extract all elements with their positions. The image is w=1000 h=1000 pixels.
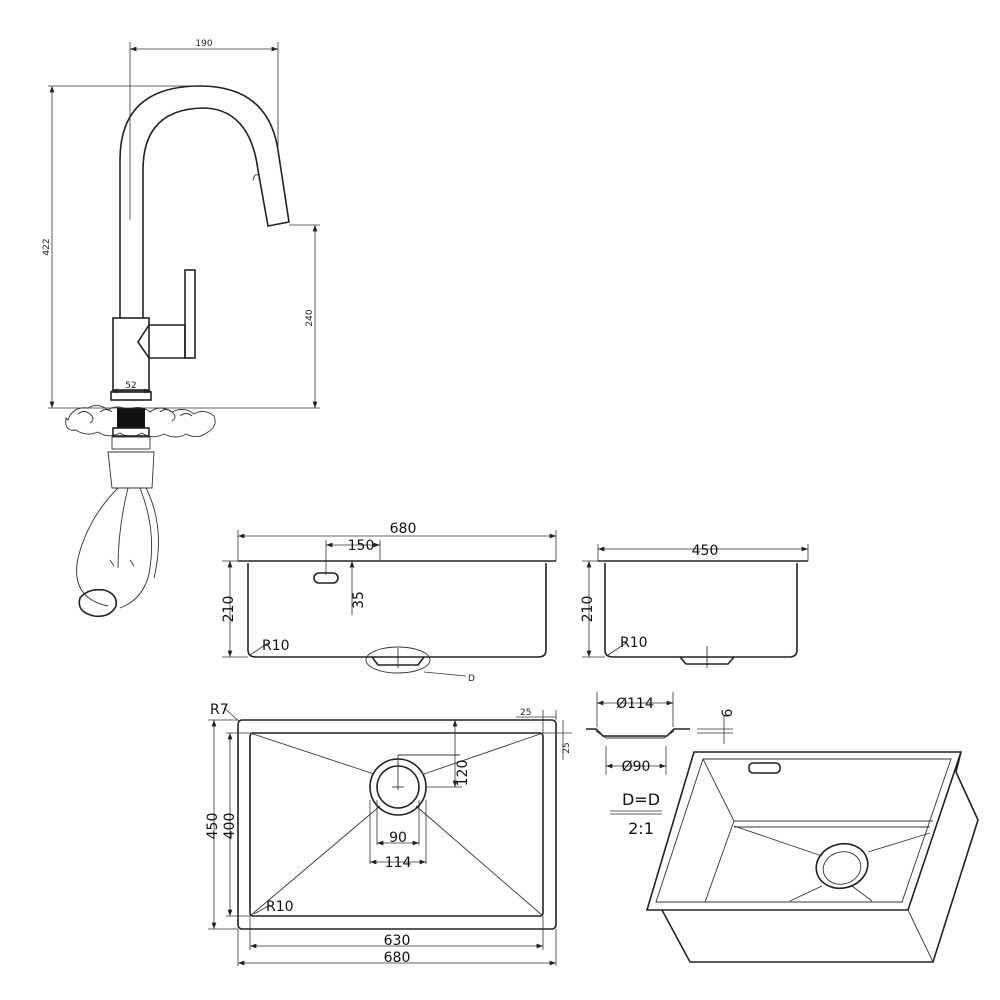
sink-top-view: 120 R7 25 25 450 400 90 114 R10 630 bbox=[205, 702, 572, 966]
faucet-elevation: 190 422 240 52 bbox=[42, 39, 320, 618]
outer-width-label: 680 bbox=[384, 950, 411, 966]
front-depth-label: 210 bbox=[221, 596, 237, 623]
detail-outer-diameter-label: Ø114 bbox=[616, 696, 654, 712]
detail-title: D=D bbox=[622, 790, 660, 809]
inner-depth-label: 400 bbox=[222, 813, 238, 840]
faucet-base-label: 52 bbox=[125, 381, 136, 391]
rim-side-label: 25 bbox=[562, 742, 572, 753]
overflow-offset-label: 150 bbox=[348, 538, 375, 554]
inner-width-label: 630 bbox=[384, 933, 411, 949]
sink-front-section: 680 150 35 210 R10 D bbox=[221, 521, 557, 684]
detail-marker-label: D bbox=[468, 674, 475, 684]
detail-scale: 2:1 bbox=[628, 819, 654, 838]
sink-isometric-view bbox=[645, 751, 979, 963]
drain-inner-label: 90 bbox=[389, 830, 407, 846]
rim-top-label: 25 bbox=[520, 708, 531, 718]
inner-radius-label: R10 bbox=[266, 899, 294, 915]
side-depth-label: 210 bbox=[580, 596, 596, 623]
corner-radius-label: R7 bbox=[210, 702, 229, 718]
side-radius-label: R10 bbox=[620, 635, 648, 651]
front-width-label: 680 bbox=[390, 521, 417, 537]
detail-thickness-label: 6 bbox=[720, 708, 736, 717]
faucet-reach-label: 190 bbox=[195, 39, 212, 49]
faucet-height-label: 422 bbox=[42, 238, 52, 255]
front-radius-label: R10 bbox=[262, 638, 290, 654]
faucet-spout-height-label: 240 bbox=[305, 309, 315, 326]
detail-inner-diameter-label: Ø90 bbox=[622, 759, 651, 775]
drain-outer-label: 114 bbox=[385, 855, 412, 871]
drain-offset-label: 120 bbox=[455, 760, 471, 787]
overflow-depth-label: 35 bbox=[351, 591, 367, 609]
sink-side-section: 450 210 R10 bbox=[580, 543, 809, 668]
outer-depth-label: 450 bbox=[205, 813, 221, 840]
side-width-label: 450 bbox=[692, 543, 719, 559]
drain-detail: Ø114 6 Ø90 D=D 2:1 bbox=[586, 692, 736, 838]
